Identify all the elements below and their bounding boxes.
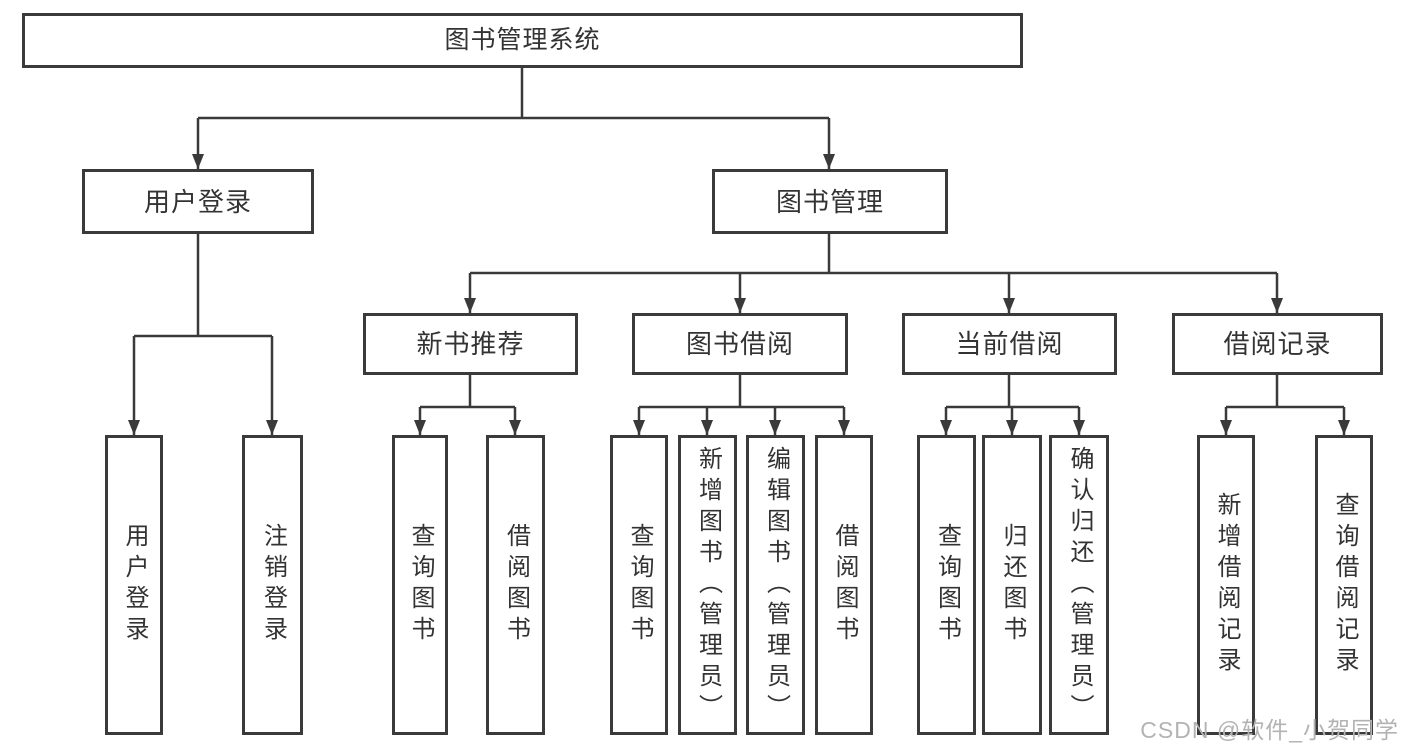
node-add-borrow-record: 新增借阅记录 [1197,435,1255,735]
node-add-books-admin-label: 新增图书（管理员） [694,445,722,725]
node-new-book-recommend-label: 新书推荐 [416,329,525,359]
node-borrow-books-recommend-label: 借阅图书 [502,523,530,647]
node-current-borrowing-label: 当前借阅 [955,329,1064,359]
node-user-login-action-label: 用户登录 [121,523,148,647]
node-return-books-label: 归还图书 [999,523,1026,647]
node-query-books-recommend: 查询图书 [392,435,448,735]
connector-book-management-children [464,234,1283,313]
node-book-borrowing-label: 图书借阅 [685,329,794,359]
node-confirm-return-admin: 确认归还（管理员） [1049,435,1109,735]
node-library-system: 图书管理系统 [22,13,1023,68]
node-borrow-books-label: 借阅图书 [831,523,858,647]
node-query-books-borrowing-label: 查询图书 [626,523,653,647]
node-add-books-admin: 新增图书（管理员） [678,435,737,735]
node-confirm-return-admin-label: 确认归还（管理员） [1066,445,1093,725]
connector-borrowing-records-children [1220,375,1350,435]
node-query-borrow-record: 查询借阅记录 [1315,435,1373,735]
node-query-books-current-label: 查询图书 [933,523,961,647]
node-user-login-label: 用户登录 [143,186,252,217]
node-return-books: 归还图书 [982,435,1042,735]
node-book-management: 图书管理 [712,169,948,234]
node-query-books-recommend-label: 查询图书 [407,523,434,647]
node-query-books-borrowing: 查询图书 [610,435,668,735]
connector-current-borrowing-children [940,375,1085,435]
node-borrow-books-recommend: 借阅图书 [486,435,545,735]
node-borrowing-records-label: 借阅记录 [1223,329,1332,359]
node-query-books-current: 查询图书 [917,435,976,735]
connector-root-to-level2 [192,68,835,169]
connector-book-borrowing-children [633,375,850,435]
node-logout-action: 注销登录 [242,435,303,735]
node-book-management-label: 图书管理 [775,186,884,217]
node-current-borrowing: 当前借阅 [902,313,1117,375]
connector-new-book-children [414,375,521,435]
node-query-borrow-record-label: 查询借阅记录 [1331,492,1358,678]
node-borrow-books: 借阅图书 [815,435,873,735]
node-add-borrow-record-label: 新增借阅记录 [1213,492,1240,678]
node-borrowing-records: 借阅记录 [1172,313,1383,375]
node-edit-books-admin: 编辑图书（管理员） [746,435,805,735]
connector-user-login-children [128,234,278,435]
node-new-book-recommend: 新书推荐 [363,313,578,375]
node-book-borrowing: 图书借阅 [632,313,848,375]
node-edit-books-admin-label: 编辑图书（管理员） [762,445,790,725]
watermark: CSDN @软件_小贺同学 [1140,717,1399,743]
node-logout-action-label: 注销登录 [259,523,287,647]
node-user-login-action: 用户登录 [105,435,163,735]
node-library-system-label: 图书管理系统 [444,26,601,54]
node-user-login: 用户登录 [82,169,314,234]
